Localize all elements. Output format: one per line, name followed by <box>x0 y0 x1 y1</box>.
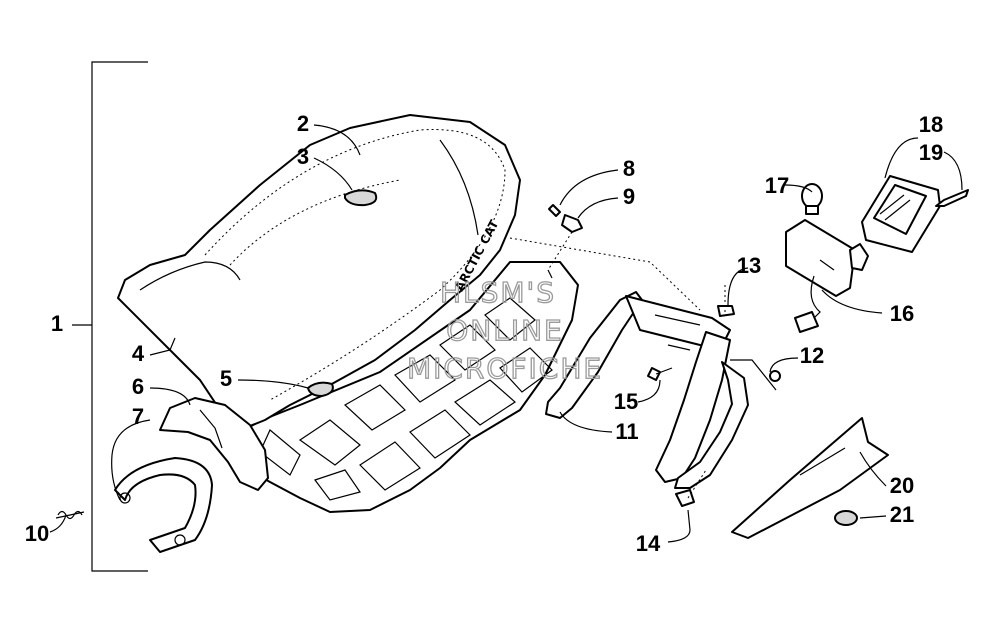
callout-17: 17 <box>765 173 789 198</box>
nut-12 <box>769 370 781 382</box>
heat-shield <box>731 417 889 539</box>
spring-part <box>57 510 83 520</box>
watermark: HLSM'S ONLINE MICROFICHE <box>406 275 603 385</box>
screw-15 <box>647 367 673 381</box>
watermark-line-3: MICROFICHE <box>407 352 603 385</box>
callout-14: 14 <box>636 531 661 556</box>
grommet <box>834 510 858 526</box>
callout-16: 16 <box>890 301 914 326</box>
taillight-base <box>785 219 869 333</box>
callout-4: 4 <box>132 341 145 366</box>
screw-and-clip <box>547 204 583 279</box>
seat-decal-lower <box>307 381 334 397</box>
callout-7: 7 <box>132 404 144 429</box>
seat-base <box>234 261 579 513</box>
callout-6: 6 <box>132 374 144 399</box>
nut-13 <box>717 305 735 317</box>
assembly-bracket <box>72 61 148 572</box>
grab-bar <box>545 291 749 489</box>
callout-8: 8 <box>623 156 635 181</box>
callout-21: 21 <box>890 502 914 527</box>
clamp-band <box>114 457 213 553</box>
callout-3: 3 <box>297 144 309 169</box>
callout-18: 18 <box>919 112 943 137</box>
callout-9: 9 <box>623 184 635 209</box>
callout-20: 20 <box>890 473 914 498</box>
callout-13: 13 <box>737 253 761 278</box>
screw-14 <box>675 489 695 531</box>
taillight-lens <box>861 175 941 253</box>
callout-2: 2 <box>297 111 309 136</box>
callout-19: 19 <box>919 140 943 165</box>
callout-1: 1 <box>51 311 63 336</box>
callout-5: 5 <box>220 366 232 391</box>
bulb <box>801 183 823 215</box>
callout-10: 10 <box>25 521 49 546</box>
screw-19 <box>935 189 969 207</box>
callout-15: 15 <box>614 389 638 414</box>
leader-lines <box>49 124 963 543</box>
callout-labels: 1 2 3 4 5 6 7 8 9 10 11 12 13 14 15 16 1… <box>25 111 943 556</box>
callout-12: 12 <box>800 343 824 368</box>
watermark-line-2: ONLINE <box>446 314 563 347</box>
watermark-line-1: HLSM'S <box>440 276 556 309</box>
callout-11: 11 <box>615 419 638 444</box>
seat-front-trim <box>159 397 269 491</box>
seat-decal <box>344 189 378 207</box>
